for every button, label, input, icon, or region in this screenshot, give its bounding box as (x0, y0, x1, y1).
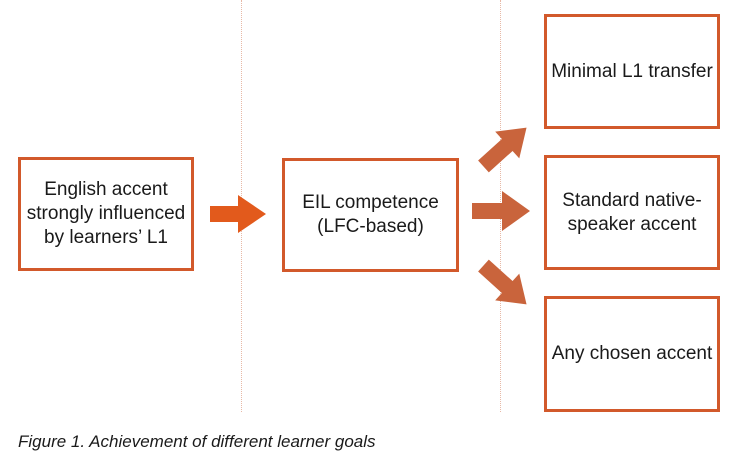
outcome-label-1: Minimal L1 transfer (551, 60, 713, 82)
source-label: English accent strongly influenced by le… (26, 179, 186, 248)
arrow-down-right-icon (478, 259, 527, 305)
source-box: English accent strongly influenced by le… (18, 157, 194, 271)
arrow-right-branch-icon (472, 191, 530, 231)
middle-box: EIL competence (LFC-based) (282, 158, 459, 272)
arrow-right-icon (210, 195, 266, 233)
outcome-box-2: Standard native-speaker accent (544, 155, 720, 270)
outcome-box-3: Any chosen accent (544, 296, 720, 412)
middle-label: EIL competence (LFC-based) (302, 192, 439, 237)
outcome-label-3: Any chosen accent (551, 343, 713, 364)
arrow-up-right-icon (478, 127, 527, 173)
figure-caption: Figure 1. Achievement of different learn… (18, 432, 376, 451)
outcome-box-1: Minimal L1 transfer (544, 14, 720, 129)
outcome-label-2: Standard native-speaker accent (562, 189, 702, 235)
